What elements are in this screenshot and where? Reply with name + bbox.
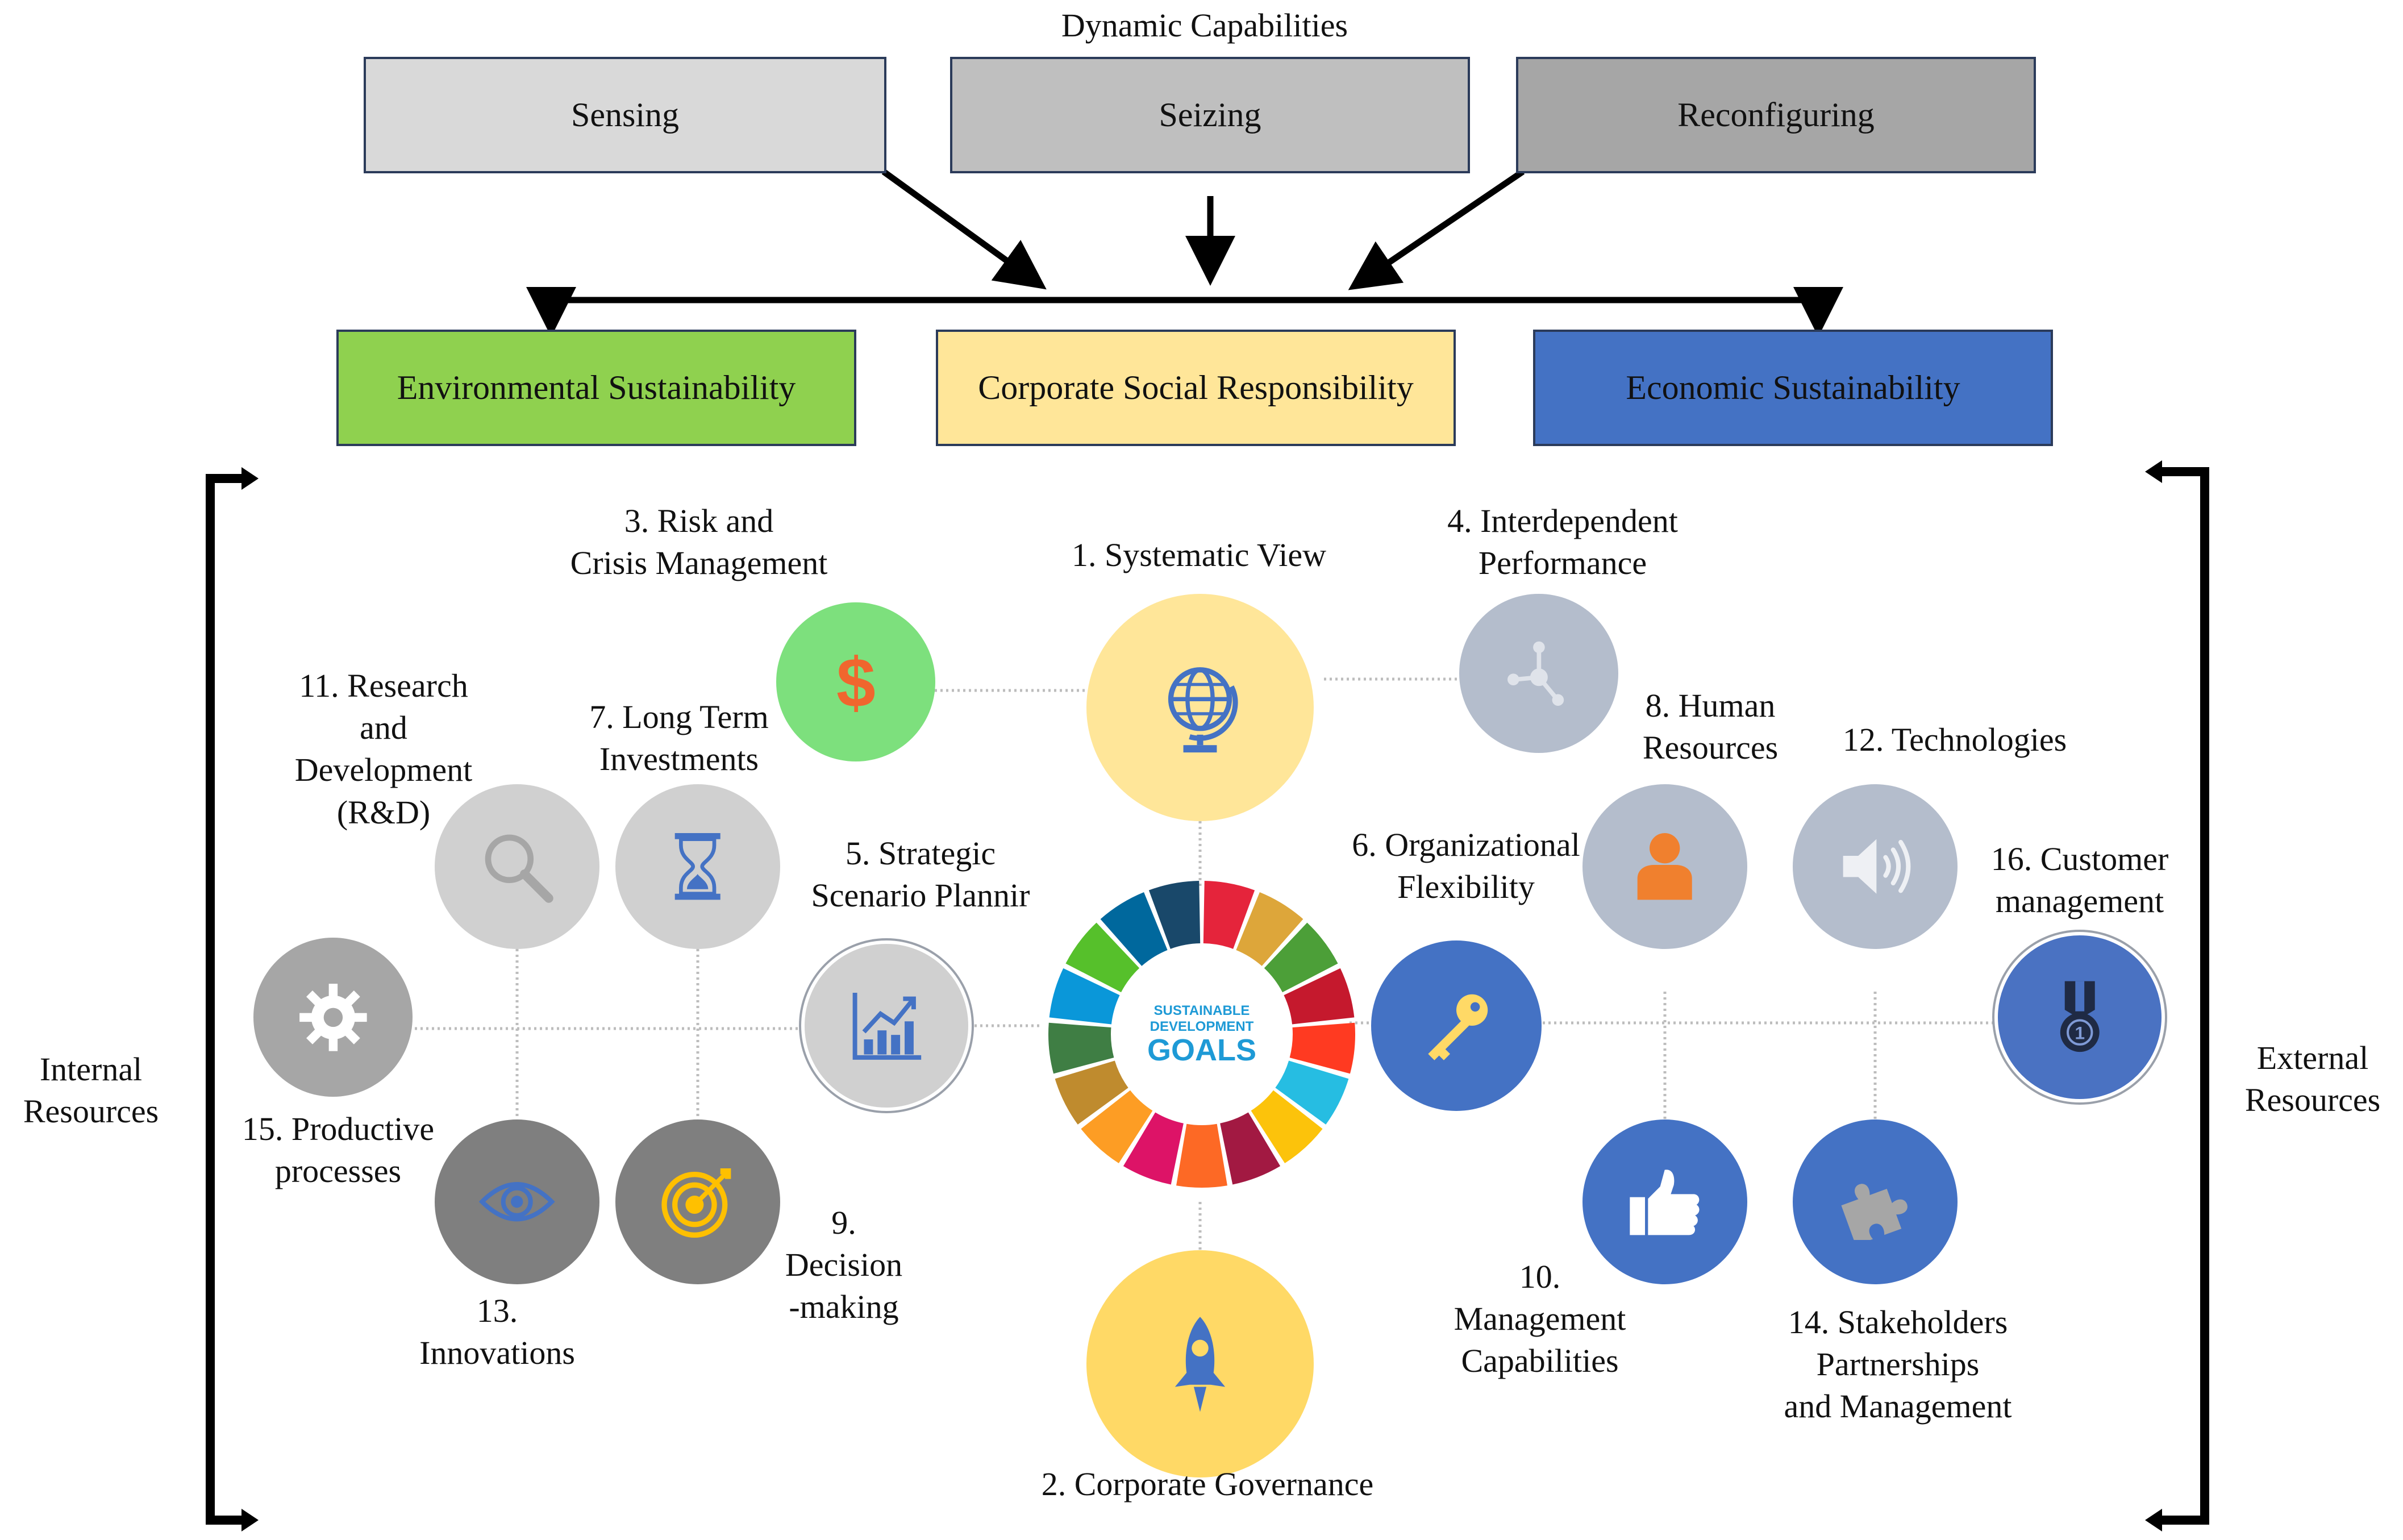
outcomes-box-0: Environmental Sustainability — [336, 330, 856, 446]
sdg-segment — [1100, 892, 1168, 966]
sdg-logo-line3: GOALS — [1147, 1033, 1256, 1067]
sdg-segment — [1049, 968, 1120, 1025]
eye-icon — [435, 1119, 599, 1284]
sdg-segment — [1176, 1123, 1227, 1188]
interdependent-performance-node — [1459, 594, 1618, 753]
corporate-governance-node — [1086, 1250, 1314, 1477]
technologies-node — [1793, 784, 1958, 949]
sdg-wheel: SUSTAINABLE DEVELOPMENT GOALS — [1046, 878, 1358, 1191]
organizational-flexibility-node — [1371, 940, 1542, 1111]
globe-icon — [1086, 594, 1314, 821]
long-term-investments-label: 7. Long Term Investments — [589, 698, 769, 778]
gear-icon — [253, 938, 413, 1097]
key-icon — [1371, 940, 1542, 1111]
human-resources-label: 8. Human Resources — [1642, 687, 1779, 767]
outcomes-box-1: Corporate Social Responsibility — [936, 330, 1456, 446]
management-capabilities-label: 10. Management Capabilities — [1454, 1258, 1626, 1380]
innovations-node — [435, 1119, 599, 1284]
person-icon — [1582, 784, 1747, 949]
sdg-logo-line2: DEVELOPMENT — [1150, 1019, 1254, 1034]
sdg-segment — [1289, 1022, 1355, 1074]
speaker-icon — [1793, 784, 1958, 949]
sdg-segment — [1203, 881, 1255, 949]
strategic-scenario-node — [801, 940, 972, 1111]
sdg-segment — [1220, 1112, 1281, 1185]
sdg-segment — [1251, 1090, 1323, 1164]
arrow-connectors — [206, 169, 2209, 1525]
magnifier-icon — [435, 784, 599, 949]
strategic-scenario-label: 5. Strategic Scenario Plannir — [811, 835, 1030, 914]
decision-making-node — [615, 1119, 780, 1284]
stakeholders-label: 14. Stakeholders Partnerships and Manage… — [1784, 1304, 2012, 1425]
thumbs-up-icon — [1582, 1119, 1747, 1284]
sdg-segment — [1148, 881, 1201, 949]
sdg-segment — [1123, 1112, 1184, 1185]
outcomes-box-2: Economic Sustainability — [1533, 330, 2053, 446]
customer-management-label: 16. Customer management — [1990, 840, 2169, 920]
sdg-segment — [1264, 922, 1338, 993]
productive-processes-label: 15. Productive processes — [241, 1110, 435, 1190]
sdg-segment — [1055, 1060, 1128, 1125]
medal-icon: 1 — [1998, 935, 2162, 1099]
research-development-node — [435, 784, 599, 949]
capabilities-box-2: Reconfiguring — [1516, 57, 2036, 173]
capabilities-box-1: Seizing — [950, 57, 1470, 173]
systematic-view-label: 1. Systematic View — [1071, 536, 1327, 573]
technologies-label: 12. Technologies — [1842, 721, 2067, 758]
svg-text:$: $ — [836, 646, 876, 719]
sdg-segment — [1048, 1022, 1114, 1074]
diagram-title: Dynamic Capabilities — [1061, 7, 1348, 44]
stakeholders-node — [1793, 1119, 1958, 1284]
systematic-view-node — [1086, 594, 1314, 821]
capabilities-box-0: Sensing — [364, 57, 886, 173]
network-icon — [1459, 594, 1618, 753]
customer-management-node: 1 — [1994, 932, 2165, 1102]
long-term-investments-node — [615, 784, 780, 949]
management-capabilities-node — [1582, 1119, 1747, 1284]
dotted-connectors — [415, 677, 1994, 1250]
decision-making-label: 9. Decision -making — [785, 1204, 903, 1326]
sdg-segment — [1275, 1060, 1349, 1125]
external-resources-label: External Resources — [2244, 1039, 2381, 1119]
innovations-label: 13. Innovations — [419, 1292, 575, 1372]
human-resources-node — [1582, 784, 1747, 949]
sdg-segment — [1284, 968, 1355, 1025]
productive-processes-node — [253, 938, 413, 1097]
corporate-governance-label: 2. Corporate Governance — [1041, 1466, 1374, 1502]
puzzle-icon — [1793, 1119, 1958, 1284]
sdg-segment — [1081, 1090, 1153, 1164]
risk-crisis-label: 3. Risk and Crisis Management — [570, 502, 828, 582]
svg-text:1: 1 — [2075, 1022, 2085, 1043]
bar-chart-icon — [805, 944, 968, 1108]
dollar-icon: $ — [776, 602, 935, 761]
organizational-flexibility-label: 6. Organizational Flexibility — [1352, 826, 1580, 906]
hourglass-icon — [615, 784, 780, 949]
sdg-segment — [1065, 922, 1140, 993]
sdg-segment — [1236, 892, 1303, 966]
sdg-wheel-graphic — [1048, 881, 1355, 1188]
rocket-icon — [1086, 1250, 1314, 1477]
research-development-label: 11. Research and Development (R&D) — [294, 667, 473, 831]
sdg-logo-line1: SUSTAINABLE — [1153, 1003, 1250, 1018]
internal-resources-label: Internal Resources — [23, 1051, 159, 1130]
interdependent-performance-label: 4. Interdependent Performance — [1447, 502, 1678, 582]
target-icon — [615, 1119, 780, 1284]
risk-crisis-node: $ — [776, 602, 935, 761]
